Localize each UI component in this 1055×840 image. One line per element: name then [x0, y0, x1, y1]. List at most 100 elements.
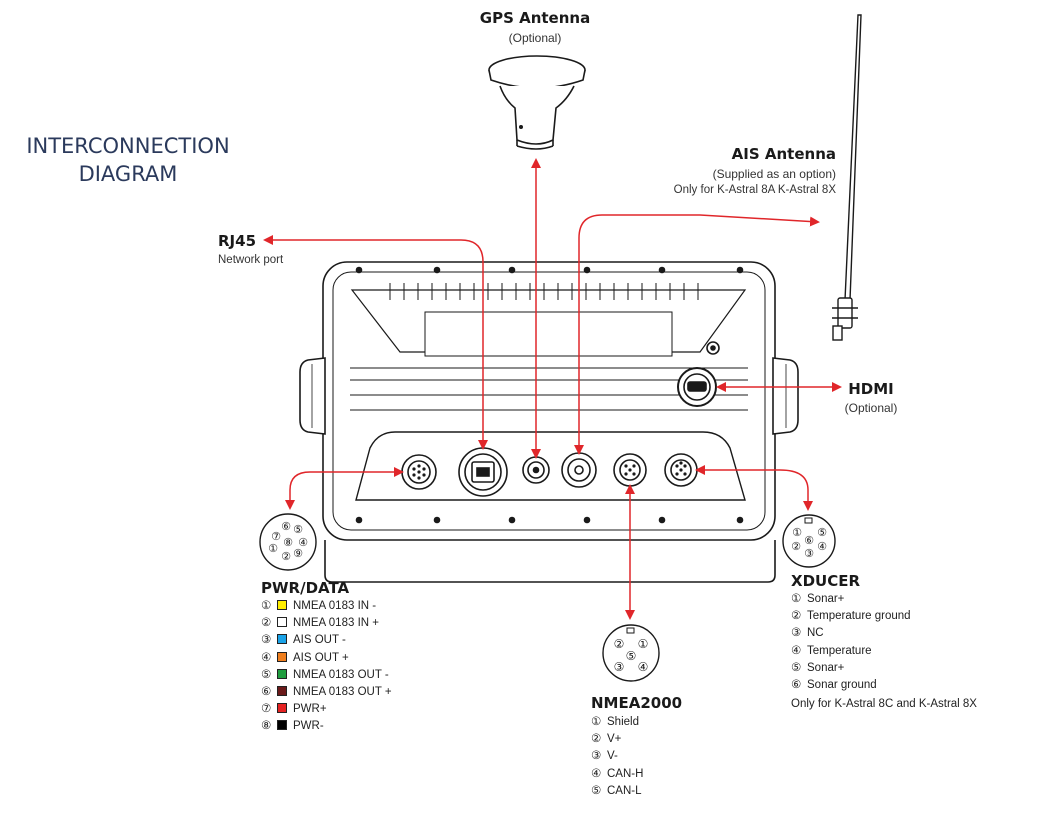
xpin-4: ④	[817, 540, 827, 553]
pin-label: Sonar+	[807, 593, 845, 605]
pin-number: ④	[261, 651, 272, 664]
arrow-ais	[574, 214, 820, 455]
list-item: ④ CAN-H	[591, 766, 643, 783]
list-item: ② Temperature ground	[791, 608, 911, 625]
arrow-xducer	[695, 465, 813, 511]
wire-color-swatch	[277, 686, 287, 697]
wire-color-swatch	[277, 617, 287, 628]
list-item: ① Shield	[591, 714, 643, 731]
gps-antenna-drawing	[488, 55, 586, 150]
gps-name: GPS Antenna	[479, 9, 591, 27]
xpin-5: ⑤	[817, 526, 827, 539]
pin-label: NMEA 0183 OUT -	[293, 668, 389, 681]
pin-label: CAN-H	[607, 767, 644, 780]
pin-label: NC	[807, 627, 824, 640]
pin-label: NMEA 0183 OUT +	[293, 686, 392, 699]
gps-port	[522, 456, 550, 484]
pin-label: Sonar ground	[807, 679, 877, 692]
pin-1: ①	[268, 542, 278, 555]
rj45-label: RJ45 Network port	[218, 232, 283, 266]
list-item: ⑤ NMEA 0183 OUT -	[261, 667, 392, 684]
list-item: ⑤ CAN-L	[591, 783, 643, 800]
pin-8: ⑧	[283, 536, 293, 549]
diagram-title: INTERCONNECTION DIAGRAM	[18, 132, 238, 188]
pin-3: ⑨	[293, 547, 303, 560]
pwr-data-pinout: ⑥ ⑤ ⑦ ⑧ ④ ① ② ⑨	[259, 513, 317, 571]
pin-number: ⑥	[261, 686, 272, 699]
xpin-1: ①	[792, 526, 802, 539]
pin-label: PWR-	[293, 720, 324, 733]
pin-5: ⑤	[293, 523, 303, 536]
xpin-2: ②	[791, 540, 801, 553]
nmea2000-pinout: ② ① ⑤ ③ ④	[602, 624, 660, 682]
wire-color-swatch	[277, 600, 287, 610]
pin-label: Temperature	[807, 644, 872, 657]
pin-4: ④	[298, 536, 308, 549]
ais-antenna-drawing	[832, 14, 862, 341]
xducer-pinout: ① ⑤ ⑥ ② ④ ③	[782, 514, 836, 568]
xducer-note: Only for K-Astral 8C and K-Astral 8X	[791, 698, 977, 710]
rj45-port	[458, 447, 508, 497]
title-line-2: DIAGRAM	[78, 162, 178, 186]
pin-label: PWR+	[293, 703, 327, 716]
ais-note-1: (Supplied as an option)	[712, 167, 836, 181]
pin-label: CAN-L	[607, 784, 642, 797]
pin-label: V+	[607, 733, 622, 746]
pin-number: ②	[591, 733, 602, 746]
pin-7: ⑦	[271, 530, 281, 543]
wire-color-swatch	[277, 703, 287, 714]
ais-port	[561, 452, 597, 488]
list-item: ① NMEA 0183 IN -	[261, 598, 392, 615]
pin-number: ⑤	[791, 661, 802, 674]
list-item: ⑦ PWR+	[261, 701, 392, 718]
pin-label: NMEA 0183 IN -	[293, 600, 377, 612]
device-back-housing	[299, 261, 799, 583]
pin-number: ③	[591, 750, 602, 763]
pin-number: ⑥	[791, 679, 802, 692]
pwr-data-port	[401, 454, 437, 490]
pin-label: Shield	[607, 716, 639, 728]
pin-number: ④	[791, 644, 802, 657]
npin-1: ①	[638, 637, 649, 651]
wire-color-swatch	[277, 668, 287, 679]
pin-number: ③	[261, 634, 272, 647]
pin-label: NMEA 0183 IN +	[293, 617, 379, 630]
npin-4: ④	[638, 660, 649, 674]
ais-label: AIS Antenna (Supplied as an option) Only…	[600, 145, 836, 196]
ais-name: AIS Antenna	[731, 145, 836, 163]
pin-number: ⑤	[591, 784, 602, 797]
pin-number: ①	[591, 716, 602, 728]
pin-number: ②	[791, 610, 802, 623]
pin-number: ④	[591, 767, 602, 780]
pin-number: ⑤	[261, 668, 272, 681]
xducer-title: XDUCER	[791, 572, 861, 590]
pin-number: ①	[261, 600, 272, 612]
list-item: ⑥ Sonar ground	[791, 677, 911, 694]
pin-number: ⑧	[261, 720, 272, 733]
hdmi-note: (Optional)	[844, 401, 898, 415]
rj45-name: RJ45	[218, 232, 257, 250]
npin-3: ③	[614, 660, 625, 674]
xducer-port	[664, 453, 698, 487]
pin-label: Sonar+	[807, 661, 845, 674]
list-item: ⑤ Sonar+	[791, 660, 911, 677]
pin-label: AIS OUT +	[293, 651, 349, 664]
list-item: ④ AIS OUT +	[261, 650, 392, 667]
ais-note-2: Only for K-Astral 8A K-Astral 8X	[673, 184, 836, 196]
gps-note: (Optional)	[508, 31, 562, 45]
rj45-note: Network port	[218, 254, 284, 266]
title-line-1: INTERCONNECTION	[26, 134, 230, 158]
nmea2000-title: NMEA2000	[591, 694, 683, 712]
pin-number: ⑦	[261, 703, 272, 716]
pin-label: Temperature ground	[807, 610, 911, 623]
npin-5: ⑤	[626, 649, 637, 663]
arrow-rj45	[263, 235, 488, 450]
list-item: ⑧ PWR-	[261, 718, 392, 735]
gps-label: GPS Antenna (Optional)	[450, 9, 620, 45]
